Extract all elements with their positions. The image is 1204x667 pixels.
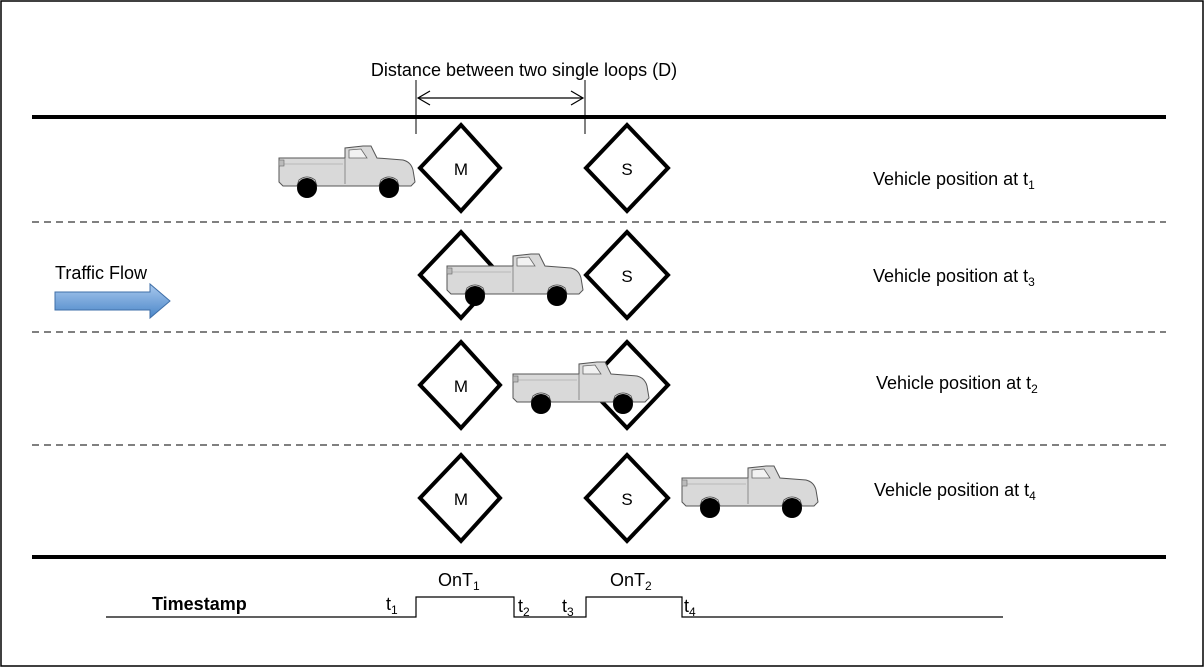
truck [681,465,819,519]
loop-main-label: M [454,377,468,396]
timestamp-label: Timestamp [152,594,247,614]
loop-main-label: M [454,160,468,179]
ont2-label: OnT2 [610,570,652,593]
loop-main-label: M [454,490,468,509]
lane-4: M S Vehicle position at t4 [417,452,1036,544]
traffic-flow-arrow-icon [54,282,171,320]
t2-label: t2 [518,596,530,619]
loop-secondary [583,229,671,321]
ont1-label: OnT1 [438,570,480,593]
distance-label: Distance between two single loops (D) [371,60,677,80]
vehicle-position-label: Vehicle position at t4 [874,480,1036,503]
loop-main [417,122,503,214]
t1-label: t1 [386,594,398,617]
loop-main [417,452,503,544]
truck [278,145,416,199]
vehicle-position-label: Vehicle position at t1 [873,169,1035,192]
loop-main [417,339,503,431]
traffic-flow-label: Traffic Flow [55,263,148,283]
lane-3: M Vehicle position at t2 [417,339,1038,431]
vehicle-position-label: Vehicle position at t2 [876,373,1038,396]
lane-1: M S Vehicle position at t1 [278,122,1035,214]
timestamp-waveform [106,596,1003,618]
timestamp-signal: Timestamp t1 t2 t3 t4 OnT1 OnT2 [106,570,1003,619]
loop-secondary-label: S [621,490,632,509]
t3-label: t3 [562,596,574,619]
t4-label: t4 [684,596,696,619]
loop-secondary [583,452,671,544]
dimension-arrow [416,90,585,106]
lane-2: S Vehicle position at t3 Traffic Flow [54,229,1035,321]
vehicle-position-label: Vehicle position at t3 [873,266,1035,289]
loop-secondary-label: S [621,160,632,179]
loop-secondary [583,122,671,214]
loop-secondary-label: S [621,267,632,286]
